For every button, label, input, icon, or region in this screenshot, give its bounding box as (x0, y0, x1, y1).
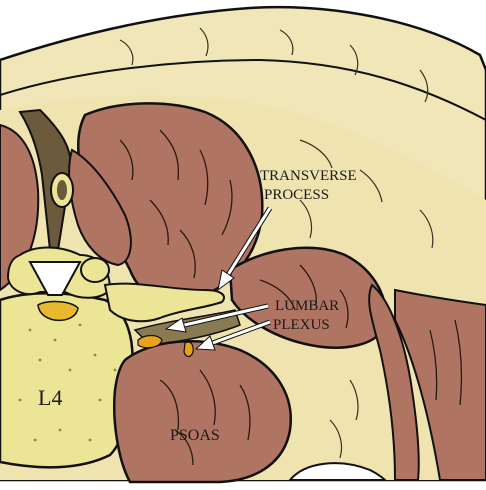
label-lumbar-line1: LUMBAR (275, 298, 339, 314)
label-l4: L4 (38, 385, 62, 410)
label-transverse-line2: PROCESS (264, 187, 329, 203)
lumbar-plexus-root-lower (184, 342, 193, 356)
articular-process (81, 258, 109, 282)
label-transverse-line1: TRANSVERSE (260, 168, 357, 184)
label-lumbar-line2: PLEXUS (273, 317, 330, 333)
label-psoas: PSOAS (170, 427, 220, 444)
